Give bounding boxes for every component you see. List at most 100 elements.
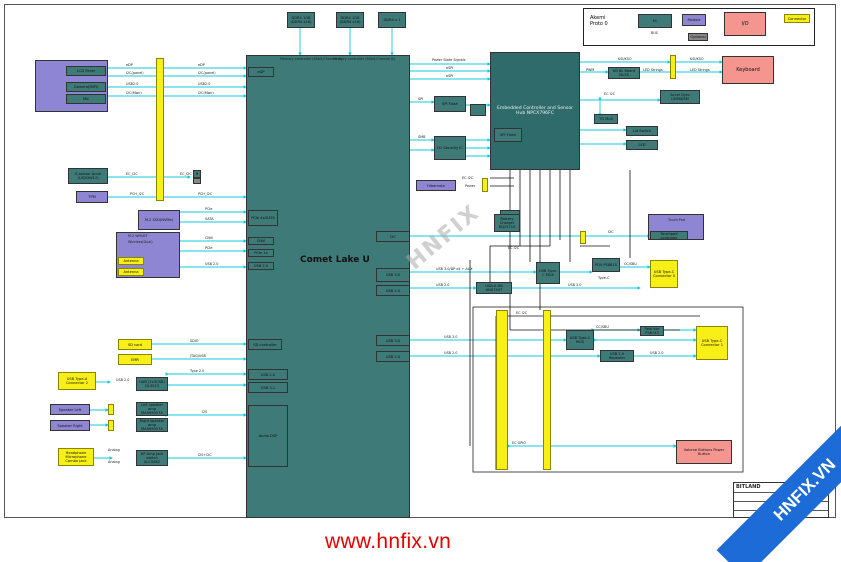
sig-sata: SATA: [205, 217, 214, 221]
sig-ec-gpio: EC GPIO: [512, 441, 526, 445]
cpu-port-usb3b: USB 3.0: [376, 335, 410, 346]
m2-ssd: M.2 SSD(NVMe): [138, 210, 180, 230]
ec-inner-flash: SPI Flash: [494, 128, 522, 142]
sig-i2s: I2S: [202, 410, 208, 414]
tpm: TPM: [76, 191, 108, 203]
sig-power: Power: [465, 184, 476, 188]
usb-a-db: USB-A DB ANX7447: [476, 282, 512, 294]
m2-wifi: [116, 232, 180, 278]
sig-led-string-2: LED Strings: [690, 68, 710, 72]
sheet-frame: [4, 4, 836, 518]
cpu-port-usb-b: USB 3.1: [248, 382, 288, 393]
pd0: PD0 PS8815: [592, 258, 620, 272]
battery-charger: Battery Charger BQ25710: [494, 214, 520, 232]
legend-connector: Connector: [784, 14, 810, 23]
usbc-connector-1: USB Type-C Connector 1: [696, 326, 728, 360]
camera: Camera(MIPI): [66, 82, 106, 92]
sig-usb20: USB2.0: [126, 82, 139, 86]
h-block-opt: [193, 178, 201, 184]
legend-bus: BUS: [651, 31, 658, 35]
sig-i2c-mwc-r: I2C(Mwc): [198, 91, 214, 95]
memory-chip-1: DDR4 1GB (DDR4 x16): [287, 12, 315, 28]
sig-pwm: PWM: [586, 68, 595, 72]
title-brand: BITLAND: [736, 484, 761, 490]
sig-ks: KSI/KSO: [618, 57, 632, 61]
sig-espi: eSPI: [446, 66, 454, 70]
touchpad-controller: Touchpad controller: [650, 231, 688, 240]
wifi-sub: Wireless(Dual): [128, 240, 153, 244]
accel-gyro: Accel Gyro LSM6DSM: [660, 90, 700, 104]
cpu-port-sd: SD controller: [248, 339, 282, 350]
touchpad-conn: [580, 231, 586, 244]
db-connector-left: [496, 310, 508, 470]
memory-chip-2: DDR4 1GB (DDR4 x16): [336, 12, 364, 28]
spi-flash: SPI Flash: [434, 96, 466, 112]
legend-io: I/O: [724, 12, 766, 36]
cpu-port-usb2a: USB 2.0: [376, 285, 410, 296]
sig-jtag: JTAG/USB: [190, 354, 206, 358]
cpu-port-cnvi: CNVi: [248, 237, 274, 245]
mic: Mic: [66, 94, 106, 104]
speaker-right: Speaker Right: [50, 420, 90, 431]
sig-led-string: LED Strings: [643, 68, 663, 72]
memory-chip-3: DDR4 x 1: [378, 12, 406, 28]
sig-ec-i2c-batt: EC I2C: [462, 176, 474, 180]
cpu-port-usb3a: USB 3.0: [376, 268, 410, 282]
to-mlb: TO MLB: [594, 114, 618, 124]
sig-analog-2: Analog: [108, 460, 120, 464]
sig-ec-i2c-2: EC_I2C: [180, 172, 192, 176]
lcd-panel: LCD Panel: [66, 66, 106, 76]
sig-pch-i2c: PCH_I2C: [130, 192, 145, 196]
cpu-port-usb2b: USB 2.0: [376, 351, 410, 362]
sig-usb20-r: USB2.0: [198, 82, 211, 86]
cpu-port-i2c: I2C: [376, 231, 410, 242]
mem-label-a: Memory controller (64bit,Channel A): [280, 57, 342, 61]
lid-switch: Lid Switch: [626, 126, 658, 136]
amp-left: Left speaker amp MAX98357A: [136, 402, 168, 416]
url-watermark: www.hnfix.vn: [325, 530, 452, 553]
spi-flash-2: [470, 104, 486, 116]
touch-pad-label: Touch Pad: [668, 218, 685, 222]
sig-usb20b: USB 2.0: [444, 351, 458, 355]
db-connector-right: [543, 310, 551, 470]
mem-label-b: Memory controller (64bit,Channel B): [333, 57, 395, 61]
display-connector: [156, 58, 164, 201]
sig-usb30b: USB 3.0: [444, 335, 458, 339]
cpu-port-edp: eDP: [248, 67, 274, 77]
sig-i2c-mwc: I2C(Mwc): [126, 91, 142, 95]
headphone-jack: Headphone Microphone Combo Jack: [58, 448, 94, 466]
speaker-left-conn: [108, 404, 114, 415]
h1-security: H1 Security IC: [434, 136, 466, 160]
legend-optional: Optional: [688, 33, 708, 41]
keyboard: Keyboard: [722, 56, 774, 84]
speaker-left: Speaker Left: [50, 404, 90, 415]
wifi-title: M.2 WiFi/BT: [128, 234, 148, 238]
battery-conn: [482, 178, 488, 192]
redriver: Redriver PS8743: [640, 326, 664, 336]
sig-edp: eDP: [126, 63, 133, 67]
sig-ec-i2c: EC_I2C: [126, 172, 138, 176]
led: LED: [626, 140, 658, 150]
sig-ec-i2c-r: EC I2C: [508, 246, 520, 250]
sig-i2c-panel-r: I2C(panel): [198, 71, 216, 75]
sig-tp-i2c: I2C: [608, 230, 614, 234]
sig-usb-wifi: USB 2.0: [205, 262, 219, 266]
usb-repeater: USB 2.0 Repeater: [600, 350, 634, 362]
kb-connector: [670, 55, 676, 79]
sig-pcie2: PCIe: [205, 246, 213, 250]
sig-ec-i2c-lower: EC I2C: [516, 311, 528, 315]
cpu-port-pcie1x: PCIe 1x: [248, 249, 274, 257]
speaker-right-conn: [108, 420, 114, 431]
sig-edp-r: eDP: [198, 63, 205, 67]
g-sensor: G-sensor Accel (LIS2DW12): [68, 168, 108, 184]
antenna-1: Antenna: [118, 257, 144, 265]
sig-spi: SPI: [418, 97, 424, 101]
cpu-port-usb-a: USB 2.0: [248, 369, 288, 380]
sig-cc-sbu: CC/SBU: [624, 262, 637, 266]
usb-hub: HUB (2x3USB) GL3523: [136, 377, 168, 391]
sig-power-state: Power State Signals: [432, 58, 466, 62]
cpu-title: Comet Lake U: [300, 255, 370, 265]
sig-smbus: SMB: [418, 135, 426, 139]
